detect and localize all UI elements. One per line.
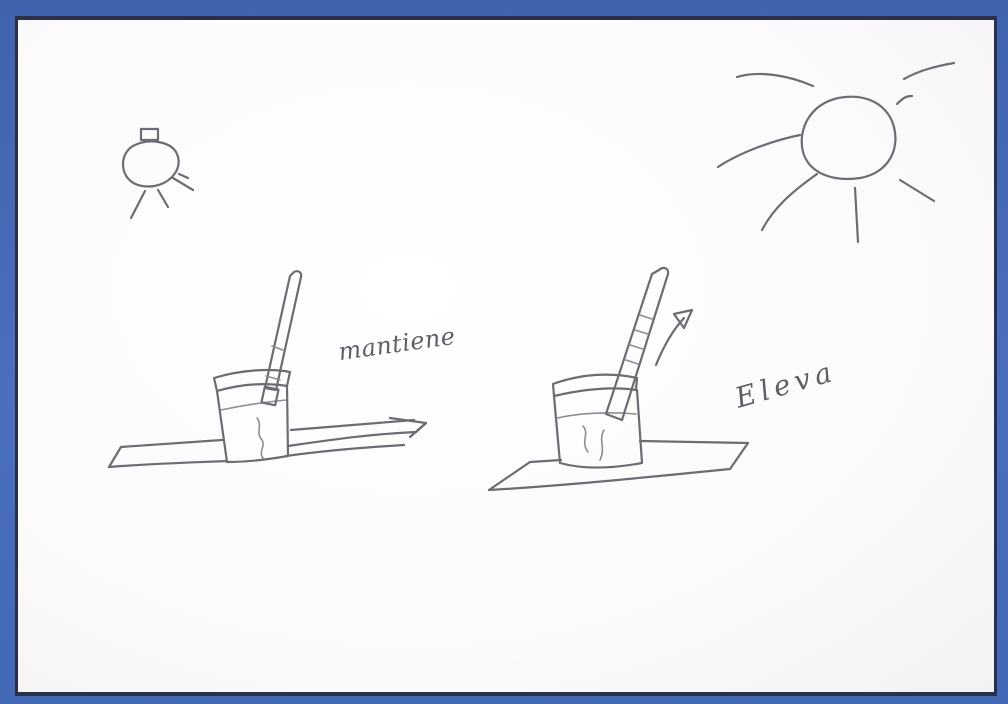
right-experiment bbox=[489, 268, 748, 490]
small-sun-icon bbox=[123, 129, 193, 218]
up-arrow-icon bbox=[656, 310, 692, 365]
left-experiment bbox=[109, 271, 426, 467]
large-sun-icon bbox=[718, 63, 954, 242]
beaker-left bbox=[214, 370, 290, 462]
beaker-right bbox=[553, 375, 642, 468]
